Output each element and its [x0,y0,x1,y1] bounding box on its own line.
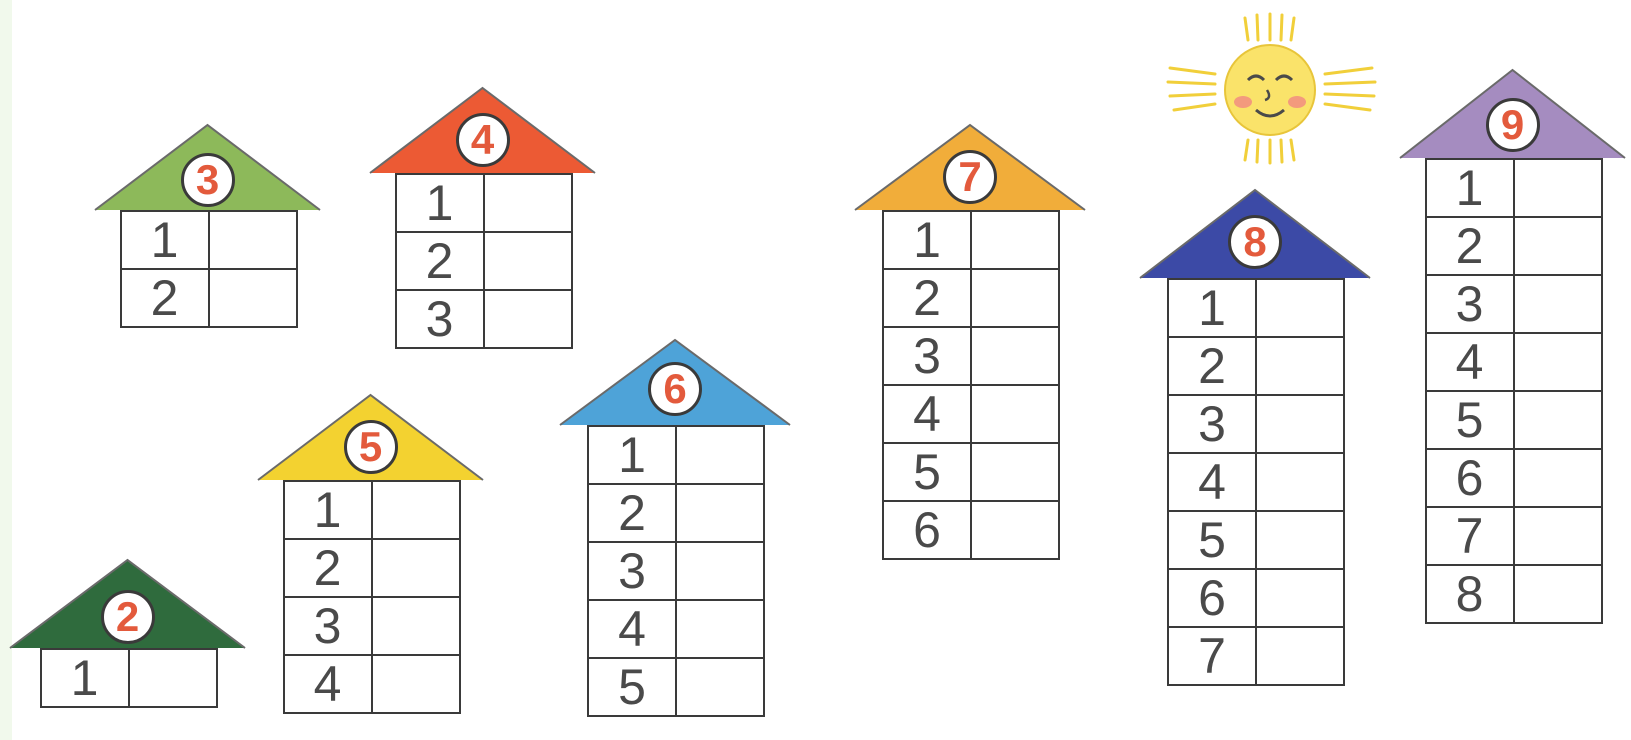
row-number: 3 [589,543,677,601]
answer-cell[interactable] [1257,396,1345,454]
answer-cell[interactable] [1257,454,1345,512]
answer-cell[interactable] [1257,512,1345,570]
house-number-badge: 8 [1228,215,1282,269]
row-number: 6 [884,502,972,560]
row-number: 1 [42,650,130,708]
row-number: 8 [1427,566,1515,624]
row-number: 3 [1169,396,1257,454]
house-number-badge: 4 [456,113,510,167]
answer-cell[interactable] [677,601,765,659]
answer-cell[interactable] [1515,566,1603,624]
row-number: 3 [884,328,972,386]
row-number: 5 [589,659,677,717]
answer-cell[interactable] [677,659,765,717]
answer-cell[interactable] [1257,338,1345,396]
sun-icon [1160,10,1390,170]
row-number: 3 [1427,276,1515,334]
answer-cell[interactable] [1515,160,1603,218]
row-number: 2 [884,270,972,328]
answer-cell[interactable] [1515,334,1603,392]
house-grid: 1 [40,648,218,708]
answer-cell[interactable] [485,175,573,233]
row-number: 4 [285,656,373,714]
row-number: 2 [589,485,677,543]
answer-cell[interactable] [130,650,218,708]
row-number: 3 [285,598,373,656]
answer-cell[interactable] [677,543,765,601]
answer-cell[interactable] [1257,280,1345,338]
answer-cell[interactable] [677,485,765,543]
house-number-badge: 9 [1486,98,1540,152]
row-number: 2 [1427,218,1515,276]
row-number: 2 [122,270,210,328]
row-number: 6 [1169,570,1257,628]
answer-cell[interactable] [1515,276,1603,334]
answer-cell[interactable] [1515,508,1603,566]
house-number-badge: 2 [101,590,155,644]
answer-cell[interactable] [373,656,461,714]
row-number: 2 [1169,338,1257,396]
row-number: 2 [285,540,373,598]
answer-cell[interactable] [1257,570,1345,628]
answer-cell[interactable] [972,444,1060,502]
row-number: 1 [589,427,677,485]
row-number: 7 [1169,628,1257,686]
answer-cell[interactable] [972,328,1060,386]
row-number: 6 [1427,450,1515,508]
answer-cell[interactable] [210,270,298,328]
answer-cell[interactable] [485,233,573,291]
answer-cell[interactable] [972,502,1060,560]
row-number: 1 [122,212,210,270]
row-number: 5 [884,444,972,502]
row-number: 1 [884,212,972,270]
answer-cell[interactable] [373,540,461,598]
answer-cell[interactable] [972,270,1060,328]
answer-cell[interactable] [1257,628,1345,686]
answer-cell[interactable] [972,386,1060,444]
row-number: 7 [1427,508,1515,566]
row-number: 2 [397,233,485,291]
answer-cell[interactable] [1515,450,1603,508]
answer-cell[interactable] [373,598,461,656]
row-number: 1 [397,175,485,233]
row-number: 4 [1427,334,1515,392]
row-number: 4 [1169,454,1257,512]
answer-cell[interactable] [972,212,1060,270]
answer-cell[interactable] [210,212,298,270]
row-number: 1 [1169,280,1257,338]
house-number-badge: 3 [181,153,235,207]
house-number-badge: 7 [943,150,997,204]
answer-cell[interactable] [1515,218,1603,276]
row-number: 1 [1427,160,1515,218]
row-number: 4 [589,601,677,659]
row-number: 4 [884,386,972,444]
row-number: 3 [397,291,485,349]
row-number: 5 [1169,512,1257,570]
house-number-badge: 5 [344,420,398,474]
answer-cell[interactable] [1515,392,1603,450]
row-number: 1 [285,482,373,540]
answer-cell[interactable] [373,482,461,540]
answer-cell[interactable] [677,427,765,485]
house-number-badge: 6 [648,362,702,416]
row-number: 5 [1427,392,1515,450]
